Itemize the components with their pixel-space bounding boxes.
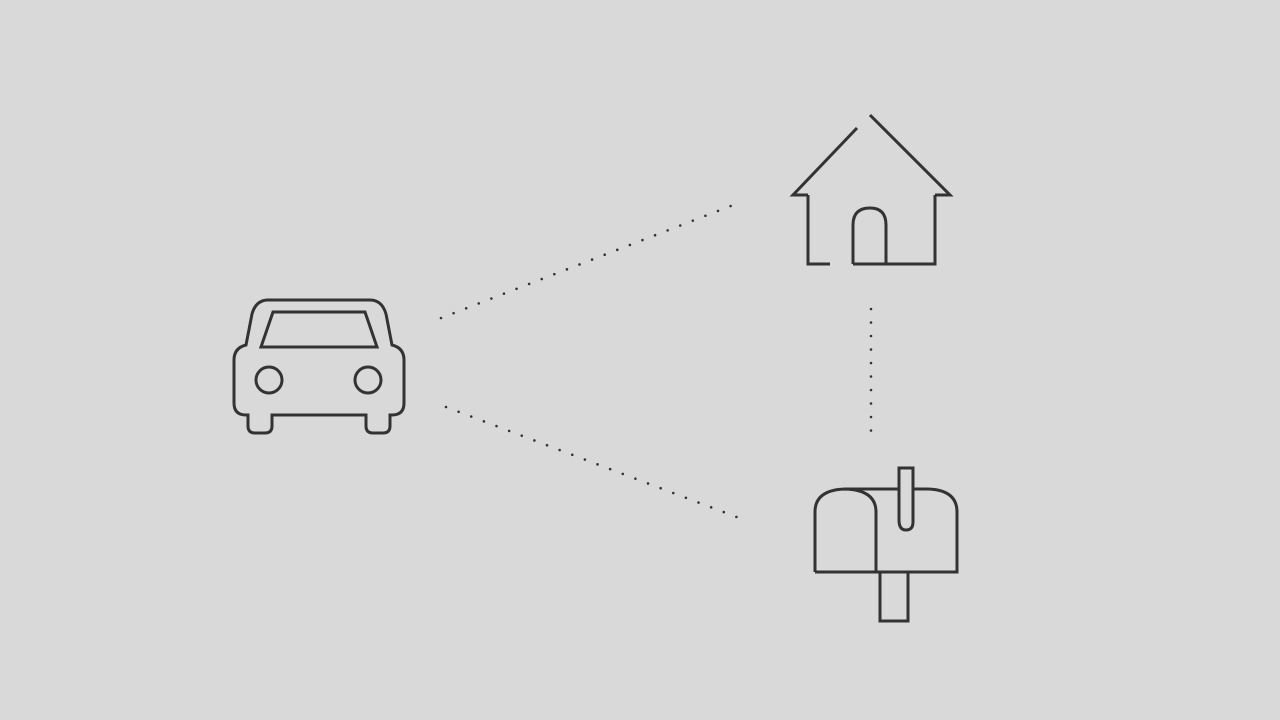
connector-car-mailbox: [444, 405, 744, 521]
car-headlight-left: [254, 365, 284, 395]
house-wall-right: [853, 195, 937, 266]
house-roof: [789, 126, 859, 197]
connector-car-house: [439, 200, 743, 320]
house-door: [851, 206, 888, 264]
car-headlight-right: [353, 365, 383, 395]
mailbox-icon: [813, 466, 959, 623]
mailbox-front: [813, 487, 878, 572]
car-body: [232, 298, 406, 435]
house-icon: [789, 113, 954, 266]
mailbox-back: [815, 487, 959, 574]
house-roof-right: [868, 113, 954, 197]
car-windshield: [258, 310, 380, 349]
car-icon: [232, 298, 406, 435]
mailbox-flag: [897, 466, 915, 532]
mailbox-post: [878, 572, 910, 623]
house-wall-left: [806, 195, 830, 266]
